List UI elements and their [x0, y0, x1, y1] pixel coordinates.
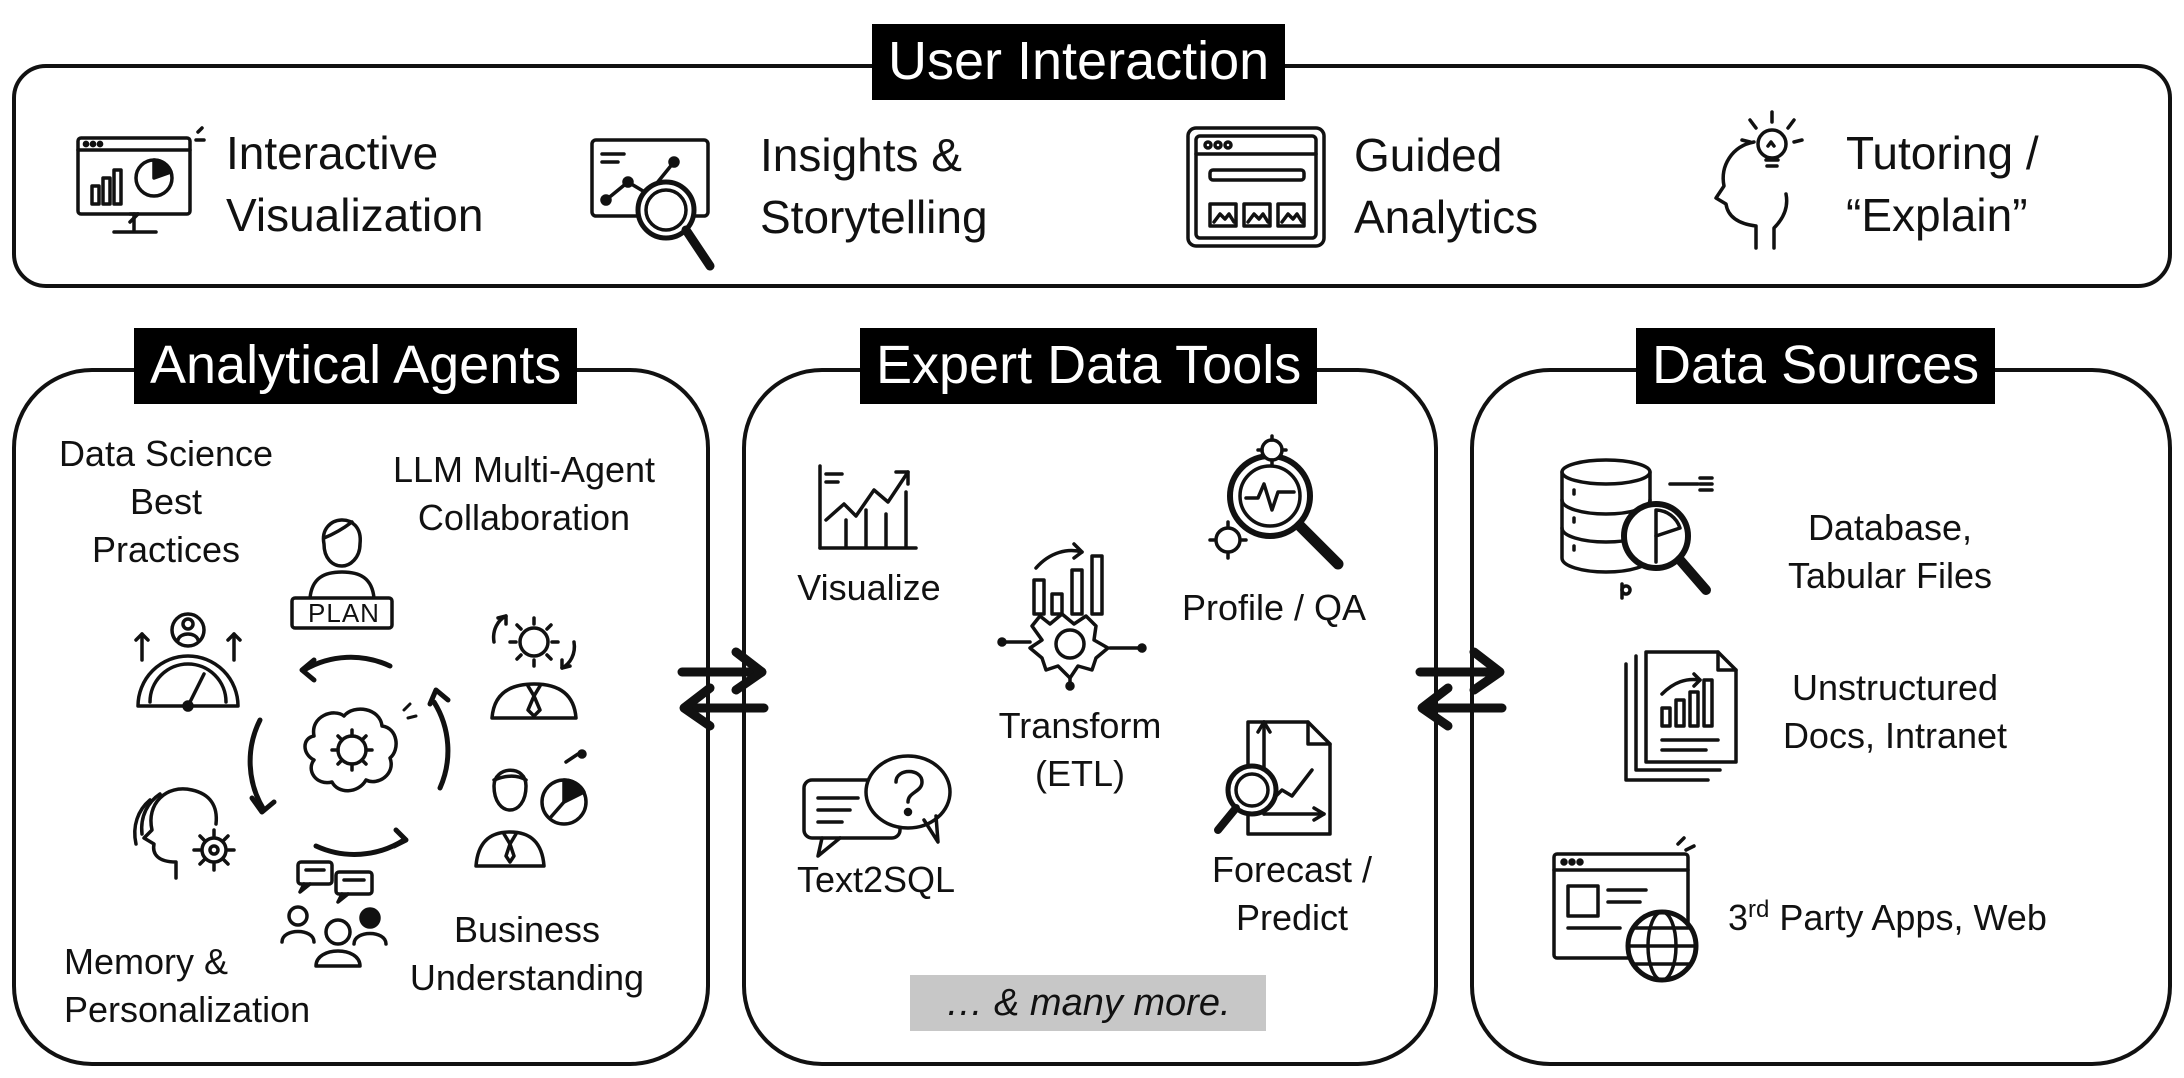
- planner-person-icon: [288, 504, 396, 632]
- label-line: Tutoring /: [1846, 127, 2039, 179]
- expert-data-tools-panel: [742, 368, 1438, 1066]
- user-interaction-title: User Interaction: [872, 24, 1286, 100]
- database-tabular-label: Database, Tabular Files: [1760, 504, 2020, 600]
- monitor-chart-icon: [74, 126, 204, 244]
- label-line: Practices: [91, 529, 241, 570]
- business-understanding-label: Business Understanding: [394, 906, 660, 1002]
- label-line: Unstructured: [1791, 667, 1999, 708]
- browser-window-icon: [1184, 124, 1328, 250]
- bidirectional-arrows-icon: [1414, 646, 1508, 732]
- transform-etl-label: Transform (ETL): [964, 702, 1196, 798]
- guided-analytics-label: Guided Analytics: [1354, 124, 1538, 248]
- multi-agent-collaboration-label: LLM Multi-Agent Collaboration: [374, 446, 674, 542]
- tutoring-explain-label: Tutoring / “Explain”: [1846, 122, 2039, 246]
- text2sql-label: Text2SQL: [796, 859, 956, 900]
- unstructured-docs-label: Unstructured Docs, Intranet: [1766, 664, 2024, 760]
- profile-qa-label: Profile / QA: [1181, 587, 1367, 628]
- label-line: Transform: [998, 705, 1162, 746]
- group-chat-icon: [278, 858, 400, 970]
- bidirectional-arrows-icon: [676, 646, 770, 732]
- label-line: Insights &: [760, 129, 962, 181]
- insights-storytelling-label: Insights & Storytelling: [760, 124, 988, 248]
- chat-question-icon: [800, 750, 954, 862]
- third-party-apps-label: 3rd Party Apps, Web: [1728, 896, 2047, 938]
- expert-data-tools-title: Expert Data Tools: [860, 328, 1318, 404]
- label-line: Personalization: [64, 989, 311, 1030]
- etl-gear-chart-icon: [998, 540, 1146, 690]
- quality-inspection-icon: [1206, 436, 1348, 574]
- memory-head-gear-icon: [126, 774, 244, 886]
- label-line: LLM Multi-Agent: [392, 449, 656, 490]
- head-lightbulb-icon: [1710, 106, 1822, 254]
- document-stack-icon: [1622, 650, 1742, 784]
- label-line: Guided: [1354, 129, 1503, 181]
- label-line: Best: [129, 481, 203, 522]
- plan-badge: PLAN: [308, 598, 380, 628]
- collaboration-gear-person-icon: [478, 606, 590, 728]
- label-line: Storytelling: [760, 191, 988, 243]
- visualize-label: Visualize: [797, 567, 941, 608]
- agent-brain-cycle-icon: [244, 650, 460, 866]
- label-line: Understanding: [409, 957, 645, 998]
- data-sources-title: Data Sources: [1636, 328, 1996, 404]
- performance-gauge-icon: [132, 610, 244, 726]
- forecast-predict-label: Forecast / Predict: [1182, 846, 1402, 942]
- label-line: Business: [453, 909, 601, 950]
- business-analyst-icon: [470, 752, 594, 872]
- label-line: Database,: [1807, 507, 1973, 548]
- web-browser-globe-icon: [1550, 836, 1710, 986]
- label-line: Forecast /: [1211, 849, 1373, 890]
- ordinal-suffix: rd: [1748, 896, 1770, 923]
- memory-personalization-label: Memory & Personalization: [64, 938, 310, 1034]
- label-line: (ETL): [1035, 753, 1125, 794]
- best-practices-label: Data Science Best Practices: [44, 430, 288, 574]
- label-line: “Explain”: [1846, 189, 2028, 241]
- analytical-agents-title: Analytical Agents: [134, 328, 578, 404]
- line-chart-icon: [816, 462, 920, 554]
- forecast-search-icon: [1212, 718, 1342, 840]
- many-more-note: … & many more.: [910, 975, 1266, 1031]
- label-line: Collaboration: [417, 497, 631, 538]
- label-line: Visualization: [226, 189, 484, 241]
- label-line: Analytics: [1354, 191, 1539, 243]
- analytical-agents-panel: [12, 368, 710, 1066]
- label-line: Predict: [1235, 897, 1349, 938]
- label-line: Interactive: [226, 127, 439, 179]
- label-line: Docs, Intranet: [1782, 715, 2008, 756]
- label-line: Tabular Files: [1787, 555, 1993, 596]
- database-search-icon: [1556, 454, 1716, 600]
- label-line: Memory &: [64, 941, 229, 982]
- label-line: Data Science: [58, 433, 274, 474]
- magnifier-chart-icon: [588, 132, 724, 276]
- interactive-visualization-label: Interactive Visualization: [226, 122, 483, 246]
